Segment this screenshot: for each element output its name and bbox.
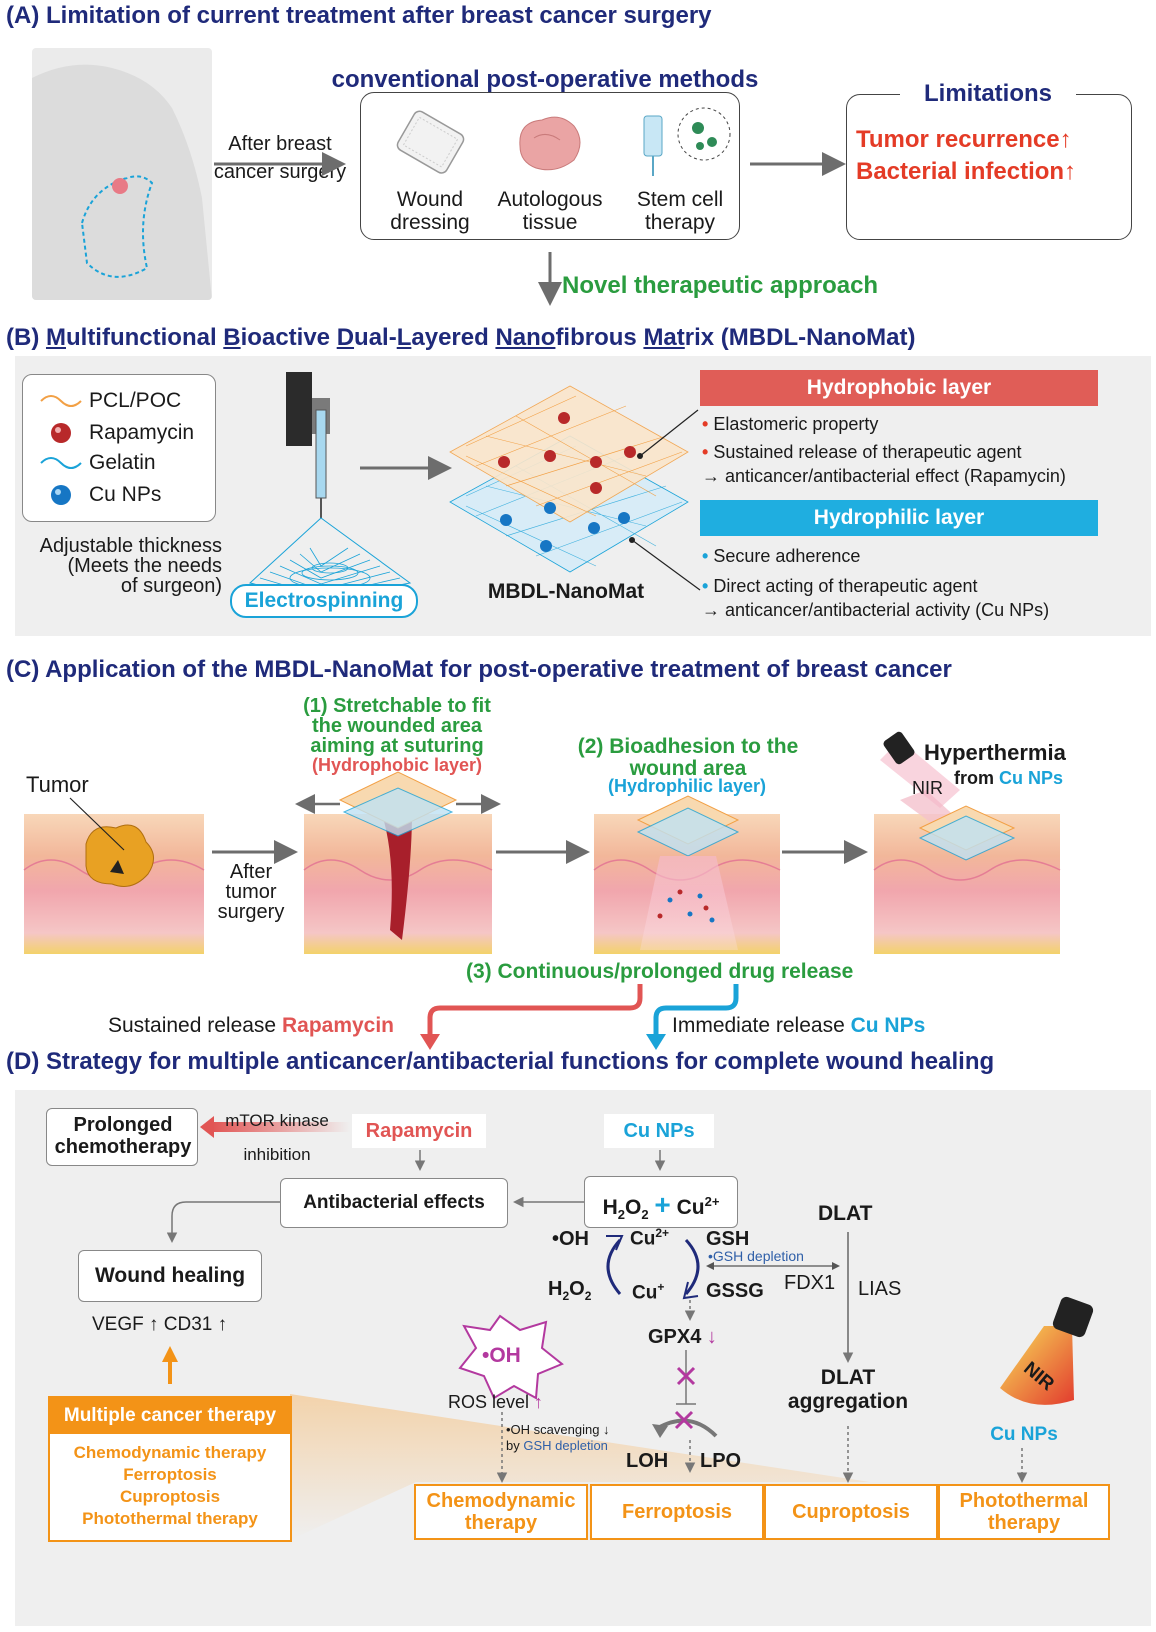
legend-rapamycin: Rapamycin <box>89 421 195 444</box>
gsh-label: GSH <box>706 1228 750 1250</box>
ros-level-label: ROS level ↑ <box>448 1392 544 1412</box>
multiple-cancer-therapy-box: Multiple cancer therapy Chemodynamic the… <box>48 1396 292 1542</box>
section-c-title: (C) Application of the MBDL-NanoMat for … <box>6 656 952 683</box>
h2o2-left-label: H2O2 <box>548 1278 592 1303</box>
dlat-label: DLAT <box>818 1202 873 1225</box>
gpx4-label: GPX4 ↓ <box>648 1326 717 1348</box>
loh-label: LOH <box>626 1450 669 1472</box>
hydrophilic-item-adherence: • Secure adherence <box>702 546 861 566</box>
limitations-title: Limitations <box>900 80 1076 108</box>
hydrophilic-item-direct: • Direct acting of therapeutic agent <box>702 576 978 596</box>
oh-star-label: •OH <box>482 1344 521 1367</box>
gssg-label: GSSG <box>706 1280 764 1302</box>
fdx1-label: FDX1 <box>784 1272 836 1294</box>
gsh-depletion-label: •GSH depletion <box>708 1248 804 1264</box>
legend-gelatin: Gelatin <box>89 451 156 474</box>
hydrophobic-layer-header: Hydrophobic layer <box>700 370 1098 406</box>
lias-label: LIAS <box>858 1278 902 1300</box>
legend-pcl-poc: PCL/POC <box>89 389 182 412</box>
cu2-label: Cu2+ <box>630 1226 670 1250</box>
cu-nps-photothermal-label: Cu NPs <box>990 1424 1058 1445</box>
cuproptosis-box: Cuproptosis <box>764 1484 938 1540</box>
legend-box: PCL/POC Rapamycin Gelatin Cu NPs <box>22 374 216 522</box>
step3-label: (3) Continuous/prolonged drug release <box>466 960 854 983</box>
electrospinning-device <box>230 368 430 618</box>
sustained-release-label: Sustained release Rapamycin <box>108 1014 395 1037</box>
electrospinning-label: Electrospinning <box>230 584 418 618</box>
step1-sub-label: (Hydrophobic layer) <box>311 755 483 775</box>
h2o2-cu-box: H2O2 + Cu2+ <box>584 1176 738 1228</box>
breast-illustration <box>32 48 212 300</box>
stem-cell-therapy-icon <box>636 104 736 184</box>
nanomat-illustration <box>446 376 692 584</box>
ferroptosis-box: Ferroptosis <box>590 1484 764 1540</box>
hydrophobic-item-sustained: • Sustained release of therapeutic agent <box>702 442 1022 462</box>
vegf-cd31-label: VEGF ↑ CD31 ↑ <box>92 1314 228 1335</box>
antibacterial-effects-box: Antibacterial effects <box>280 1178 508 1228</box>
hyperthermia-label: Hyperthermia <box>924 740 1066 765</box>
oh-scavenging-label: •OH scavenging ↓ by GSH depletion <box>506 1422 610 1453</box>
immediate-release-label: Immediate release Cu NPs <box>672 1014 926 1037</box>
nir-label-c: NIR <box>912 778 943 798</box>
mbdl-nanomat-label: MBDL-NanoMat <box>487 580 645 603</box>
wound-dressing-icon <box>388 108 472 178</box>
wound-healing-box: Wound healing <box>78 1250 262 1302</box>
autologous-tissue-icon <box>510 108 590 178</box>
conventional-methods-title: conventional post-operative methods <box>331 66 759 93</box>
hydroxyl-radical-label: •OH <box>552 1228 590 1250</box>
cu-nps-node: Cu NPs <box>604 1114 714 1148</box>
section-b-title: (B) Multifunctional Bioactive Dual-Layer… <box>6 324 916 351</box>
limitation-bacterial-infection: Bacterial infection↑ <box>856 158 1077 185</box>
legend-symbols <box>40 395 82 505</box>
cu1-label: Cu+ <box>632 1280 665 1304</box>
limitations-box <box>846 94 1132 240</box>
hyperthermia-source: from Cu NPs <box>954 768 1064 788</box>
hydrophilic-item-activity: → anticancer/antibacterial activity (Cu … <box>702 600 1050 620</box>
section-d-panel <box>15 1090 1151 1626</box>
section-a-title: (A) Limitation of current treatment afte… <box>6 2 712 29</box>
lpo-label: LPO <box>700 1450 742 1472</box>
hydrophilic-layer-header: Hydrophilic layer <box>700 500 1098 536</box>
hydrophobic-item-elastomeric: • Elastomeric property <box>702 414 879 434</box>
step2-sub-label: (Hydrophilic layer) <box>607 776 767 796</box>
legend-cu-nps: Cu NPs <box>89 483 162 506</box>
hydrophobic-item-effect: → anticancer/antibacterial effect (Rapam… <box>702 466 1066 486</box>
multiple-cancer-therapy-header: Multiple cancer therapy <box>50 1398 290 1434</box>
limitation-tumor-recurrence: Tumor recurrence↑ <box>856 126 1072 153</box>
tumor-label: Tumor <box>26 772 89 797</box>
prolonged-chemotherapy-box <box>46 1108 198 1166</box>
novel-approach-label: Novel therapeutic approach <box>562 272 879 299</box>
section-d-title: (D) Strategy for multiple anticancer/ant… <box>6 1048 995 1075</box>
rapamycin-node: Rapamycin <box>352 1114 486 1148</box>
